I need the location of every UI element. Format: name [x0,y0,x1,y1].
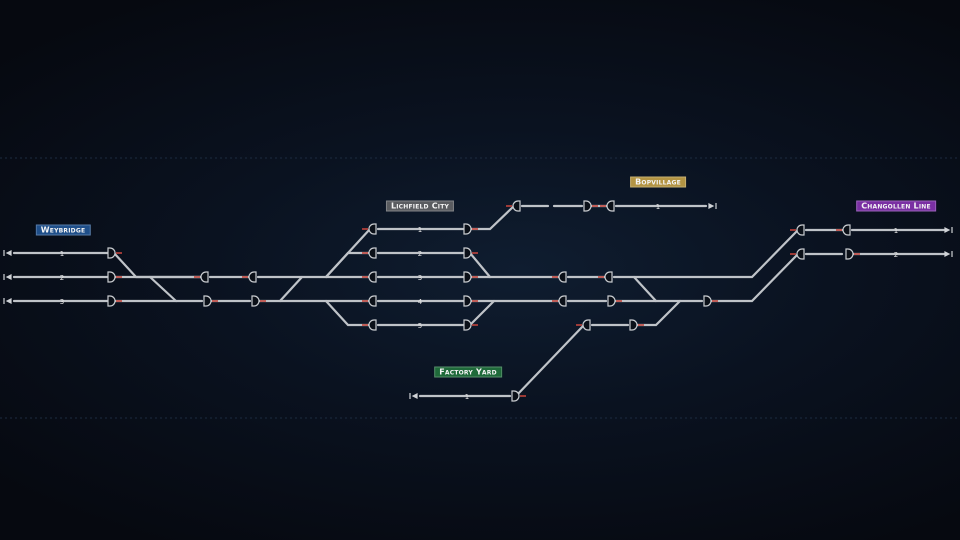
signal-icon[interactable] [845,248,860,260]
signal-icon[interactable] [552,295,567,307]
track-segment[interactable] [708,252,800,303]
station-label-changollen-line[interactable]: Changollen Line [856,200,936,212]
edge-entry-arrow-icon[interactable] [409,393,418,399]
platform-number: 1 [418,226,422,234]
track-segment[interactable] [514,323,586,398]
platform-number: 4 [418,298,423,306]
signal-icon[interactable] [463,295,478,307]
track-segments [12,204,948,398]
signal-icon[interactable] [242,271,257,283]
edge-entry-arrow-icon[interactable] [3,298,12,304]
edge-entry-arrow-icon[interactable] [3,250,12,256]
signal-icon[interactable] [251,295,266,307]
track-segment[interactable] [324,251,372,279]
platform-number: 2 [60,274,64,282]
track-segment[interactable] [468,299,496,327]
signal-icon[interactable] [362,295,377,307]
signal-icon[interactable] [607,295,622,307]
signal-icon[interactable] [362,247,377,259]
signal-icon[interactable] [362,271,377,283]
track-segment[interactable] [468,251,492,279]
signal-icon[interactable] [107,247,122,259]
platform-number: 1 [656,203,660,211]
buffer-stop-icon[interactable] [708,203,717,209]
platform-number: 2 [894,251,898,259]
signal-icon[interactable] [583,200,598,212]
signal-icon[interactable] [576,319,591,331]
track-segment[interactable] [634,299,682,327]
platform-number: 3 [60,298,64,306]
station-label-weybridge[interactable]: Weybridge [35,224,91,236]
track-segment[interactable] [612,228,800,279]
station-label-bopvillage[interactable]: Bopvillage [630,176,686,188]
signal-icon[interactable] [511,390,526,402]
signal-icon[interactable] [362,223,377,235]
signal-icon[interactable] [107,271,122,283]
signal-icon[interactable] [598,271,613,283]
signal-icon[interactable] [836,224,851,236]
edge-entry-arrow-icon[interactable] [3,274,12,280]
platform-number: 5 [418,322,422,330]
station-label-factory-yard[interactable]: Factory Yard [434,366,502,378]
track-segment[interactable] [468,204,516,231]
signal-icon[interactable] [703,295,718,307]
signal-icon[interactable] [362,319,377,331]
track-segment[interactable] [632,275,658,303]
buffer-stop-icon[interactable] [944,227,953,233]
signal-icon[interactable] [506,200,521,212]
track-segment[interactable] [324,299,372,327]
signals [107,200,860,402]
edge-markers [3,203,953,399]
platform-numbers: 1 2 3 1 2 3 4 5 1 1 2 1 [60,203,898,401]
signal-icon[interactable] [629,319,644,331]
platform-number: 1 [465,393,469,401]
track-segment[interactable] [324,227,372,279]
platform-number: 1 [894,227,898,235]
signal-icon[interactable] [790,248,805,260]
signal-icon[interactable] [552,271,567,283]
buffer-stop-icon[interactable] [944,251,953,257]
track-segment[interactable] [148,275,178,303]
signal-icon[interactable] [463,271,478,283]
signal-icon[interactable] [194,271,209,283]
signal-icon[interactable] [463,319,478,331]
signal-icon[interactable] [203,295,218,307]
platform-number: 2 [418,250,422,258]
signal-icon[interactable] [107,295,122,307]
signal-icon[interactable] [463,247,478,259]
platform-number: 3 [418,274,422,282]
signal-icon[interactable] [600,200,615,212]
platform-number: 1 [60,250,64,258]
signal-icon[interactable] [463,223,478,235]
station-label-lichfield-city[interactable]: Lichfield City [385,200,455,212]
track-segment[interactable] [112,251,204,279]
signal-icon[interactable] [790,224,805,236]
track-segment[interactable] [278,275,304,303]
